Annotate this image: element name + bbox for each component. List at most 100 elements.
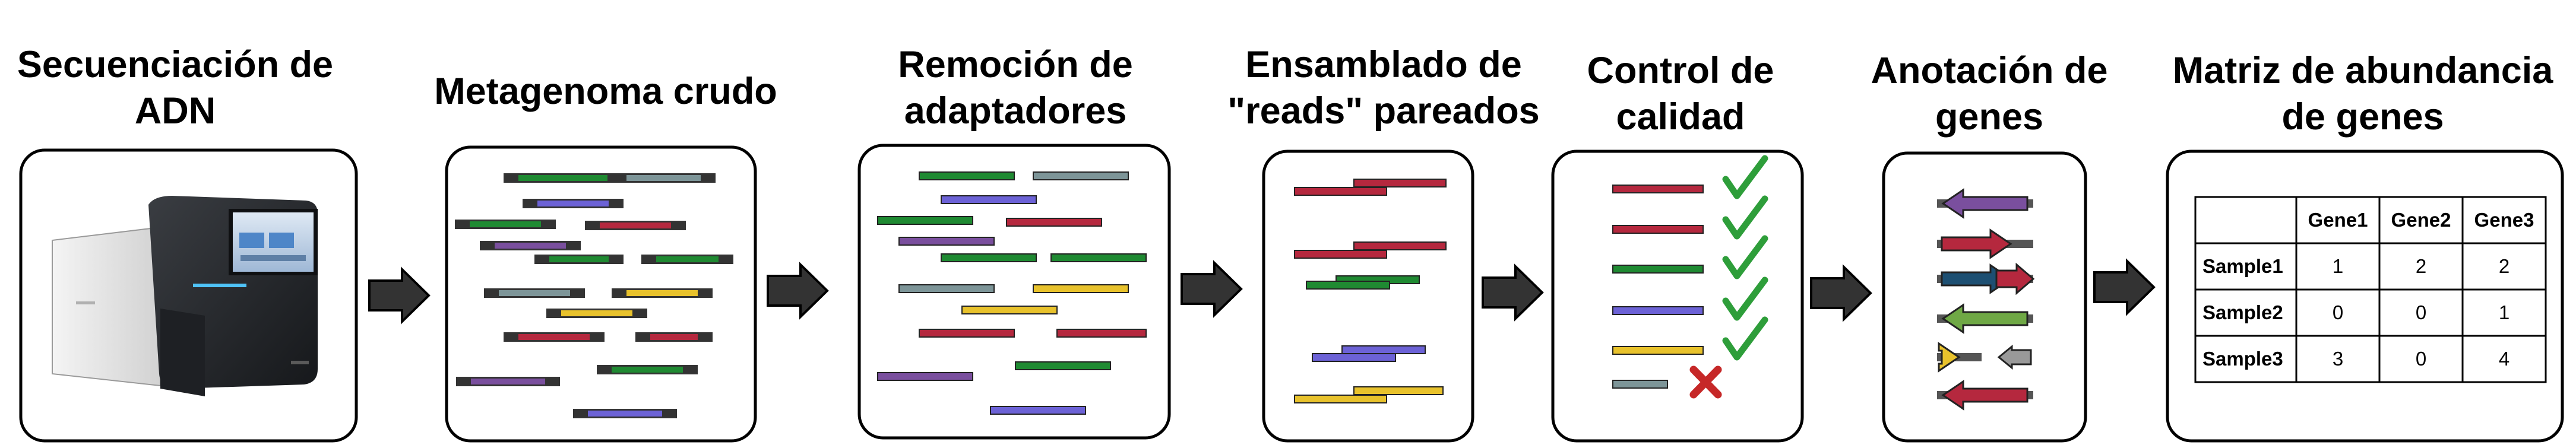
- flow-arrow: [767, 262, 829, 320]
- read-body: [471, 379, 545, 384]
- clean-read: [1612, 225, 1704, 234]
- step-title-quality-control: Control de calidad: [1544, 47, 1817, 140]
- cell-value: 4: [2499, 348, 2509, 370]
- title-line: Anotación de: [1871, 50, 2108, 91]
- flow-arrow: [1810, 264, 1872, 322]
- title-line: ADN: [134, 90, 216, 132]
- read-body: [549, 256, 609, 262]
- step-title-gene-annotation: Anotación de genes: [1847, 47, 2132, 140]
- clean-read: [1612, 306, 1704, 315]
- read-segment: [484, 288, 585, 298]
- read-segment: [635, 332, 713, 342]
- clean-read: [1033, 284, 1129, 293]
- read-segment: [504, 173, 622, 183]
- cell-value: 0: [2333, 301, 2343, 323]
- clean-read: [1015, 361, 1111, 370]
- clean-read: [898, 284, 995, 293]
- read-body: [561, 310, 632, 316]
- title-line: calidad: [1616, 96, 1745, 138]
- step-title-adapter-removal: Remoción de adaptadores: [831, 42, 1200, 134]
- table-cell: [2194, 288, 2297, 337]
- flow-arrow: [1181, 260, 1243, 318]
- flow-arrow: [2093, 258, 2156, 316]
- gene-arrow-icon: [1995, 262, 2035, 295]
- clean-read: [1353, 179, 1447, 187]
- table-cell: [2295, 335, 2381, 383]
- read-segment: [480, 241, 581, 250]
- title-line: Ensamblado de: [1245, 44, 1522, 85]
- read-body: [656, 256, 719, 262]
- read-segment: [612, 173, 716, 183]
- read-body: [495, 243, 566, 249]
- row-header: Sample3: [2202, 348, 2283, 370]
- dna-sequencer-icon: [52, 196, 318, 396]
- title-line: Remoción de: [898, 44, 1133, 85]
- title-line: "reads" pareados: [1227, 90, 1540, 132]
- clean-read: [1056, 329, 1147, 338]
- read-segment: [573, 409, 677, 418]
- clean-read: [1612, 265, 1704, 274]
- clean-read: [1612, 185, 1704, 193]
- gene-arrow-body: [1941, 303, 2028, 334]
- clean-read: [1006, 218, 1102, 227]
- read-body: [600, 223, 671, 228]
- row-header: Sample1: [2202, 255, 2283, 277]
- cross-icon: [1689, 365, 1722, 399]
- table-cell: [2378, 242, 2464, 291]
- panel-quality-control: [1551, 150, 1804, 443]
- read-segment: [597, 365, 698, 374]
- cell-value: 1: [2499, 301, 2509, 323]
- cell-value: 0: [2416, 348, 2426, 370]
- read-body: [537, 201, 609, 206]
- clean-read: [919, 329, 1015, 338]
- gene-arrow-icon: [1937, 303, 2033, 334]
- column-header: Gene3: [2474, 209, 2534, 231]
- read-body: [588, 411, 662, 417]
- table-cell: [2461, 242, 2547, 291]
- step-title-paired-assembly: Ensamblado de "reads" pareados: [1217, 42, 1550, 134]
- read-body: [518, 334, 590, 340]
- read-segment: [641, 255, 733, 264]
- table-cell: [2461, 335, 2547, 383]
- read-body: [470, 221, 541, 227]
- row-header: Sample2: [2202, 301, 2283, 323]
- clean-read: [941, 195, 1037, 204]
- table-cell: [2461, 196, 2547, 244]
- check-icon: [1722, 276, 1768, 321]
- title-line: genes: [1935, 96, 2044, 138]
- table-cell: [2378, 196, 2464, 244]
- table-cell: [2461, 288, 2547, 337]
- clean-read: [1294, 250, 1387, 259]
- clean-read: [1294, 395, 1387, 403]
- title-line: Metagenoma crudo: [434, 71, 777, 112]
- check-icon: [1722, 195, 1768, 240]
- gene-arrow-icon: [1937, 380, 2033, 411]
- read-segment: [585, 221, 686, 230]
- title-line: adaptadores: [904, 90, 1127, 132]
- read-body: [626, 290, 698, 296]
- column-header: Gene1: [2308, 209, 2368, 231]
- gene-arrow-body: [1938, 342, 1961, 373]
- read-segment: [456, 377, 560, 386]
- clean-read: [1612, 380, 1668, 389]
- step-title-raw-metagenome: Metagenoma crudo: [416, 68, 796, 115]
- gene-arrow-icon: [1937, 342, 1982, 373]
- cell-value: 3: [2333, 348, 2343, 370]
- gene-arrow-icon: [1937, 228, 2033, 259]
- clean-read: [1353, 386, 1444, 395]
- check-icon: [1722, 155, 1768, 199]
- check-icon: [1722, 316, 1768, 361]
- column-header: Gene2: [2391, 209, 2451, 231]
- cell-value: 2: [2499, 255, 2509, 277]
- title-line: Secuenciación de: [17, 44, 334, 85]
- clean-read: [1294, 187, 1387, 196]
- gene-arrow-icon: [1937, 188, 2033, 219]
- read-segment: [504, 332, 605, 342]
- cell-value: 0: [2416, 301, 2426, 323]
- read-body: [612, 367, 683, 373]
- read-segment: [534, 255, 624, 264]
- clean-read: [990, 406, 1086, 415]
- read-segment: [612, 288, 713, 298]
- step-title-sequencing: Secuenciación de ADN: [0, 42, 350, 134]
- table-cell: [2378, 335, 2464, 383]
